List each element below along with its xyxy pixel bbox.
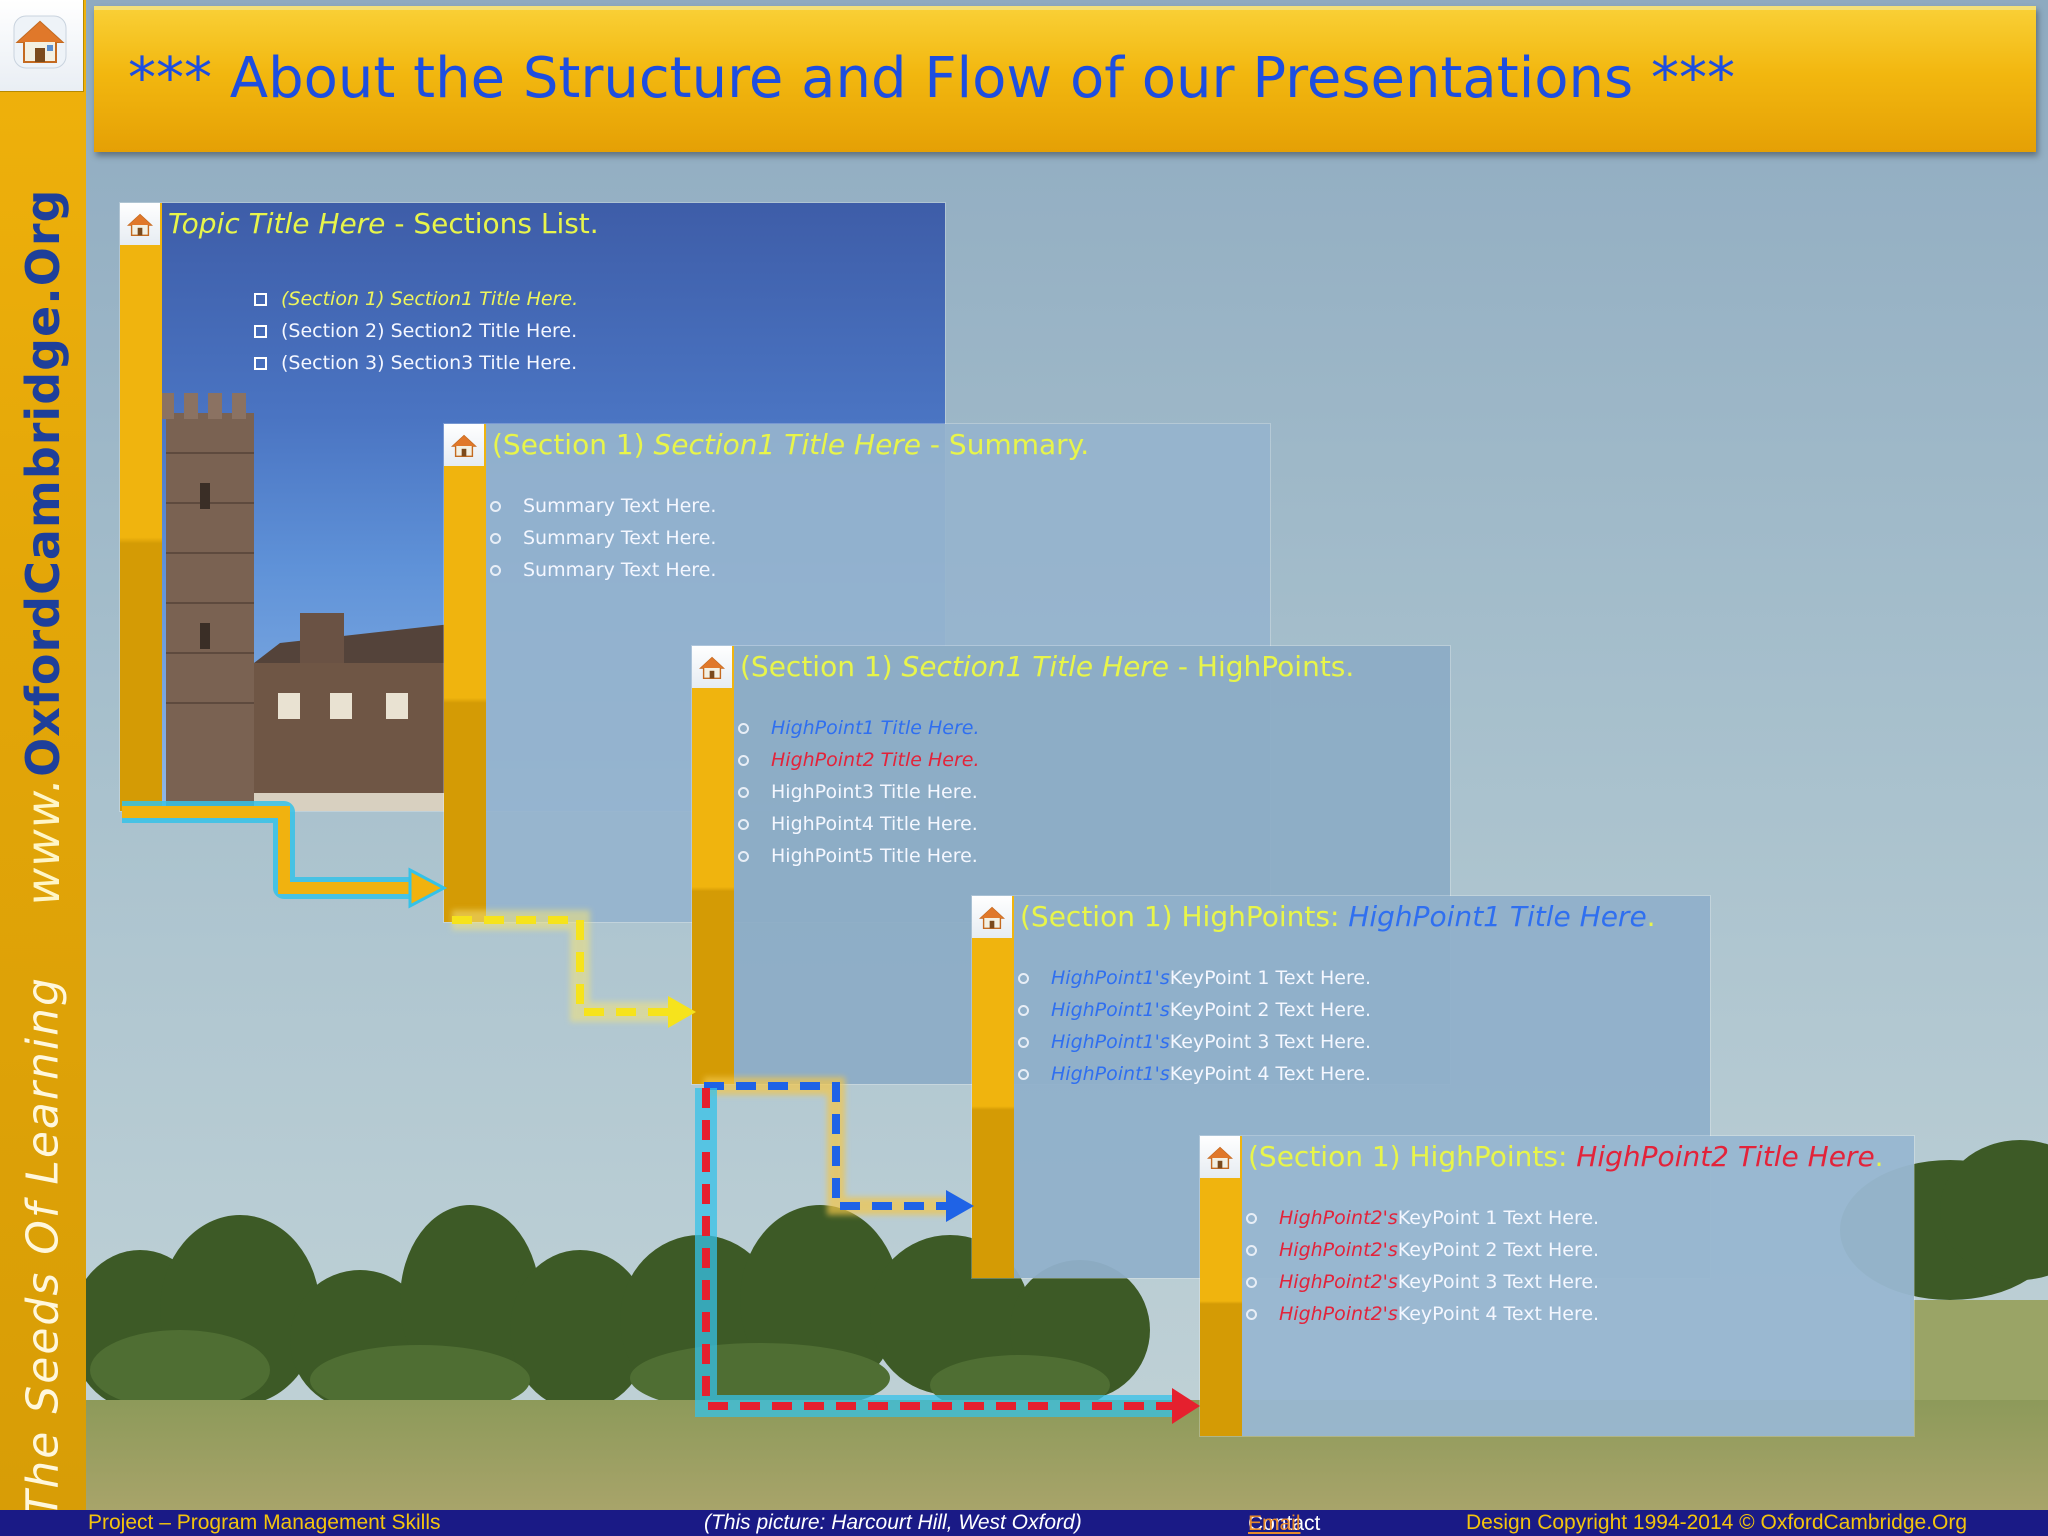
slide-sidebar bbox=[972, 896, 1014, 1278]
slide-sidebar bbox=[444, 424, 486, 922]
slide-home-button[interactable] bbox=[972, 896, 1012, 938]
footer-course-title: Project – Program Management Skills bbox=[88, 1511, 441, 1534]
square-bullet-icon bbox=[254, 293, 267, 306]
list-item: (Section 2) Section2 Title Here. bbox=[254, 315, 578, 347]
list-item: (Section 1) Section1 Title Here. bbox=[254, 283, 578, 315]
circle-bullet-icon bbox=[1246, 1245, 1257, 1256]
footer-picture-caption: (This picture: Harcourt Hill, West Oxfor… bbox=[704, 1511, 1082, 1534]
list-item: HighPoint1'sKeyPoint 2 Text Here. bbox=[1018, 994, 1371, 1026]
square-bullet-icon bbox=[254, 325, 267, 338]
circle-bullet-icon bbox=[490, 501, 501, 512]
circle-bullet-icon bbox=[1018, 1037, 1029, 1048]
list-item: HighPoint5 Title Here. bbox=[738, 840, 980, 872]
list-item: Summary Text Here. bbox=[490, 522, 716, 554]
footer-copyright: Design Copyright 1994-2014 © OxfordCambr… bbox=[1466, 1511, 1968, 1534]
brand-url[interactable]: www.OxfordCambridge.Org bbox=[16, 167, 70, 927]
slide-sidebar bbox=[692, 646, 734, 1084]
circle-bullet-icon bbox=[1246, 1213, 1257, 1224]
slide-home-button[interactable] bbox=[692, 646, 732, 688]
slide-title: (Section 1) HighPoints: HighPoint2 Title… bbox=[1248, 1140, 1884, 1173]
home-icon bbox=[13, 15, 67, 69]
circle-bullet-icon bbox=[1018, 1005, 1029, 1016]
list-item: HighPoint2'sKeyPoint 3 Text Here. bbox=[1246, 1266, 1599, 1298]
circle-bullet-icon bbox=[1018, 1069, 1029, 1080]
circle-bullet-icon bbox=[1246, 1309, 1257, 1320]
footer-bar: Project – Program Management Skills (Thi… bbox=[0, 1510, 2048, 1536]
slide-title: (Section 1) Section1 Title Here - HighPo… bbox=[740, 650, 1355, 683]
list-item: HighPoint3 Title Here. bbox=[738, 776, 980, 808]
slide-home-button[interactable] bbox=[1200, 1136, 1240, 1178]
slide-title: (Section 1) HighPoints: HighPoint1 Title… bbox=[1020, 900, 1656, 933]
highpoints-list: HighPoint1 Title Here. HighPoint2 Title … bbox=[738, 712, 980, 872]
branding-sidebar: www.OxfordCambridge.Org The Seeds Of Lea… bbox=[0, 0, 86, 1518]
list-item: HighPoint2'sKeyPoint 4 Text Here. bbox=[1246, 1298, 1599, 1330]
home-icon bbox=[1207, 1146, 1233, 1169]
summary-list: Summary Text Here. Summary Text Here. Su… bbox=[490, 490, 716, 586]
square-bullet-icon bbox=[254, 357, 267, 370]
circle-bullet-icon bbox=[738, 819, 749, 830]
list-item: HighPoint2'sKeyPoint 1 Text Here. bbox=[1246, 1202, 1599, 1234]
home-icon bbox=[451, 434, 477, 457]
list-item: Summary Text Here. bbox=[490, 554, 716, 586]
circle-bullet-icon bbox=[1246, 1277, 1257, 1288]
slide-title: Topic Title Here - Sections List. bbox=[168, 207, 599, 240]
sections-list: (Section 1) Section1 Title Here. (Sectio… bbox=[254, 283, 578, 379]
slide-sidebar bbox=[1200, 1136, 1242, 1436]
keypoints-list: HighPoint2'sKeyPoint 1 Text Here. HighPo… bbox=[1246, 1202, 1599, 1330]
email-link[interactable]: Email bbox=[1248, 1512, 1301, 1535]
slide-sidebar bbox=[120, 203, 162, 811]
list-item: HighPoint2'sKeyPoint 2 Text Here. bbox=[1246, 1234, 1599, 1266]
keypoints-list: HighPoint1'sKeyPoint 1 Text Here. HighPo… bbox=[1018, 962, 1371, 1090]
slide-title: (Section 1) Section1 Title Here - Summar… bbox=[492, 428, 1090, 461]
list-item: (Section 3) Section3 Title Here. bbox=[254, 347, 578, 379]
circle-bullet-icon bbox=[490, 565, 501, 576]
title-suffix: - Sections List. bbox=[385, 207, 599, 240]
home-icon bbox=[127, 213, 153, 236]
list-item: Summary Text Here. bbox=[490, 490, 716, 522]
tagline: The Seeds Of Learning bbox=[17, 976, 69, 1518]
circle-bullet-icon bbox=[738, 723, 749, 734]
home-icon bbox=[979, 906, 1005, 929]
list-item: HighPoint1 Title Here. bbox=[738, 712, 980, 744]
page-title: *** About the Structure and Flow of our … bbox=[128, 46, 1735, 111]
slide-home-button[interactable] bbox=[444, 424, 484, 466]
title-banner: *** About the Structure and Flow of our … bbox=[94, 6, 2036, 152]
contact-label: Contact bbox=[1248, 1512, 1321, 1535]
circle-bullet-icon bbox=[490, 533, 501, 544]
slide-home-button[interactable] bbox=[120, 203, 160, 245]
list-item: HighPoint2 Title Here. bbox=[738, 744, 980, 776]
circle-bullet-icon bbox=[1018, 973, 1029, 984]
list-item: HighPoint1'sKeyPoint 3 Text Here. bbox=[1018, 1026, 1371, 1058]
list-item: HighPoint1'sKeyPoint 1 Text Here. bbox=[1018, 962, 1371, 994]
circle-bullet-icon bbox=[738, 787, 749, 798]
slide-thumbnail-highpoint2[interactable]: (Section 1) HighPoints: HighPoint2 Title… bbox=[1200, 1136, 1914, 1436]
brand-name: OxfordCambridge.Org bbox=[16, 188, 70, 777]
home-icon bbox=[699, 656, 725, 679]
list-item: HighPoint4 Title Here. bbox=[738, 808, 980, 840]
topic-title: Topic Title Here bbox=[168, 207, 386, 240]
circle-bullet-icon bbox=[738, 755, 749, 766]
tower-building-photo bbox=[160, 393, 460, 811]
brand-prefix: www. bbox=[16, 776, 70, 906]
circle-bullet-icon bbox=[738, 851, 749, 862]
list-item: HighPoint1'sKeyPoint 4 Text Here. bbox=[1018, 1058, 1371, 1090]
home-button[interactable] bbox=[0, 0, 84, 92]
